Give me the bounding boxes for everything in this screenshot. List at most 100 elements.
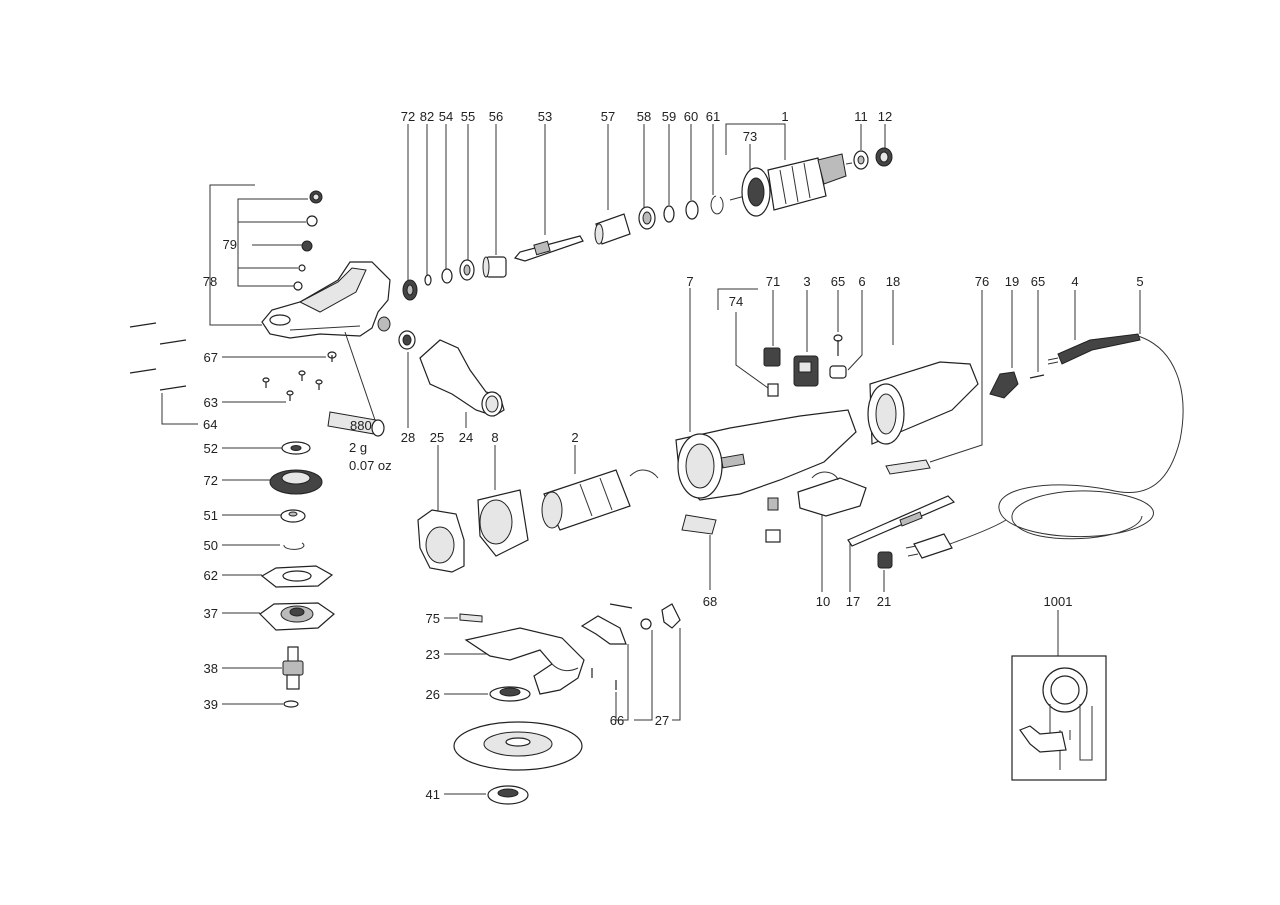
label-68: 68	[703, 594, 717, 609]
bearing-55	[459, 259, 475, 281]
label-5: 5	[1136, 274, 1143, 289]
circlip-61	[710, 195, 724, 215]
label-24: 24	[459, 430, 473, 445]
bearing-51	[222, 509, 306, 523]
ring-59	[663, 205, 675, 223]
electronics-10	[765, 471, 867, 592]
pinion-gear-72	[402, 279, 418, 301]
label-75: 75	[426, 611, 440, 626]
label-74: 74	[729, 294, 743, 309]
wheel-guard-23	[464, 627, 585, 695]
label-18: 18	[886, 274, 900, 289]
clamping-nut-41	[487, 785, 529, 805]
label-2: 2	[571, 430, 578, 445]
bearing-11	[853, 150, 869, 170]
label-53: 53	[538, 109, 552, 124]
screws-64	[129, 322, 198, 425]
fan-baffle-8	[477, 445, 529, 557]
label-27: 27	[655, 713, 669, 728]
label-82: 82	[420, 109, 434, 124]
label-26: 26	[426, 687, 440, 702]
stator-2	[541, 445, 659, 531]
grinding-disc	[453, 721, 583, 771]
label-21: 21	[877, 594, 891, 609]
nut-28	[398, 330, 416, 428]
label-8: 8	[491, 430, 498, 445]
label-56: 56	[489, 109, 503, 124]
wiring-diagram-1001: 1001	[1011, 594, 1107, 781]
label-19: 19	[1005, 274, 1019, 289]
label-23: 23	[426, 647, 440, 662]
small-parts-79	[293, 190, 323, 291]
flange-37	[222, 602, 335, 631]
gear-head-assembly: 79 78 67 63 64 52 72 51 50 62 37 38 39 8…	[129, 184, 392, 712]
label-6: 6	[858, 274, 865, 289]
label-76: 76	[975, 274, 989, 289]
label-54: 54	[439, 109, 453, 124]
gasket-62	[222, 565, 334, 588]
circlip-50	[222, 542, 305, 550]
sleeve-56	[482, 256, 507, 278]
washer-82	[424, 274, 432, 286]
ring-60	[685, 200, 699, 220]
guard-mount-25	[417, 445, 465, 573]
label-37: 37	[204, 606, 218, 621]
top-row-parts: 72 82 54 55 56 53 57 58 59 60 61 1 73 11…	[401, 109, 893, 301]
screws-63	[222, 370, 323, 403]
screw-67	[222, 351, 337, 362]
label-62: 62	[204, 568, 218, 583]
inner-flange-26	[489, 686, 531, 702]
label-65-right: 65	[1031, 274, 1045, 289]
switch-3	[793, 290, 819, 387]
label-51: 51	[204, 508, 218, 523]
label-57: 57	[601, 109, 615, 124]
washer-54	[441, 268, 453, 284]
rear-cover-18	[867, 290, 979, 445]
label-72: 72	[401, 109, 415, 124]
label-71: 71	[766, 274, 780, 289]
label-79: 79	[223, 237, 237, 252]
label-59: 59	[662, 109, 676, 124]
label-plate-75	[459, 613, 483, 623]
bearing-58	[638, 206, 656, 230]
label-41: 41	[426, 787, 440, 802]
side-handle-24	[419, 339, 505, 428]
strain-relief-19	[989, 290, 1019, 399]
armature-1	[729, 153, 853, 217]
motor-housing-7	[675, 288, 857, 501]
label-67: 67	[204, 350, 218, 365]
cord-sleeve-4	[1047, 333, 1141, 365]
spindle-38	[222, 646, 304, 690]
label-38: 38	[204, 661, 218, 676]
label-65: 65	[831, 274, 845, 289]
label-52: 52	[204, 441, 218, 456]
tube-57	[594, 213, 631, 245]
label-60: 60	[684, 109, 698, 124]
brush-holder-71	[717, 288, 781, 397]
grease-tube-880	[327, 331, 385, 437]
bearing-cap-12	[875, 147, 893, 167]
label-plate-68	[681, 514, 717, 590]
label-50: 50	[204, 538, 218, 553]
screw-65-right	[1029, 290, 1045, 379]
label-12: 12	[878, 109, 892, 124]
bearing-52	[222, 441, 311, 455]
label-plate-76	[885, 290, 983, 475]
label-63: 63	[204, 395, 218, 410]
shaft-53	[513, 235, 584, 262]
label-11: 11	[854, 109, 868, 124]
bevel-gear-72	[222, 469, 323, 495]
slide-switch-17	[847, 495, 956, 592]
label-1001: 1001	[1044, 594, 1073, 609]
label-61: 61	[706, 109, 720, 124]
middle-parts: 28 25 24 8 2 7 71 74 3 65 6 18 76 19 65 …	[398, 274, 1144, 609]
gear-housing-78	[261, 261, 391, 339]
power-cable-5	[905, 335, 1184, 559]
label-4: 4	[1071, 274, 1078, 289]
clip-6	[829, 290, 863, 379]
ring-39	[222, 700, 299, 708]
label-58: 58	[637, 109, 651, 124]
grease-amount-oz: 0.07 oz	[349, 458, 392, 473]
label-73: 73	[743, 129, 757, 144]
